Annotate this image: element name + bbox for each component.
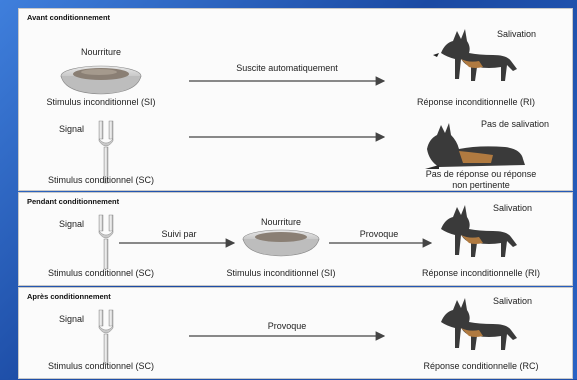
no-salivation-label: Pas de salivation [481, 119, 549, 129]
food-label: Nourriture [261, 217, 301, 227]
no-response-label-line1: Pas de réponse ou réponse [426, 169, 537, 179]
stimulus-sc-label: Stimulus conditionnel (SC) [48, 175, 154, 185]
tuning-fork-icon [99, 121, 113, 183]
arrow-label-elicits: Suscite automatiquement [236, 63, 338, 73]
panel-before-conditioning: Avant conditionnement Nourriture [18, 8, 573, 191]
arrow-label-provokes: Provoque [360, 229, 399, 239]
panel-after-conditioning: Après conditionnement Signal Stimulus co… [18, 287, 573, 379]
response-ri-label: Réponse inconditionnelle (RI) [417, 97, 535, 107]
panel-during-conditioning: Pendant conditionnement Signal Stimulus … [18, 192, 573, 286]
food-bowl-icon [243, 230, 319, 256]
response-rc-label: Réponse conditionnelle (RC) [423, 361, 538, 371]
salivation-label: Salivation [497, 29, 536, 39]
food-bowl-icon [61, 66, 141, 94]
stimulus-si-label: Stimulus inconditionnel (SI) [46, 97, 155, 107]
arrow-label-provokes: Provoque [268, 321, 307, 331]
signal-label: Signal [59, 219, 84, 229]
stimulus-sc-label: Stimulus conditionnel (SC) [48, 268, 154, 278]
stimulus-si-label: Stimulus inconditionnel (SI) [226, 268, 335, 278]
signal-label: Signal [59, 314, 84, 324]
no-response-label-line2: non pertinente [452, 180, 510, 190]
salivation-label: Salivation [493, 203, 532, 213]
tuning-fork-icon [99, 310, 113, 364]
salivation-label: Salivation [493, 296, 532, 306]
response-ri-label: Réponse inconditionnelle (RI) [422, 268, 540, 278]
tuning-fork-icon [99, 215, 113, 269]
arrow-label-followed-by: Suivi par [161, 229, 196, 239]
stimulus-sc-label: Stimulus conditionnel (SC) [48, 361, 154, 371]
dog-lying-icon [425, 123, 525, 169]
signal-label: Signal [59, 124, 84, 134]
